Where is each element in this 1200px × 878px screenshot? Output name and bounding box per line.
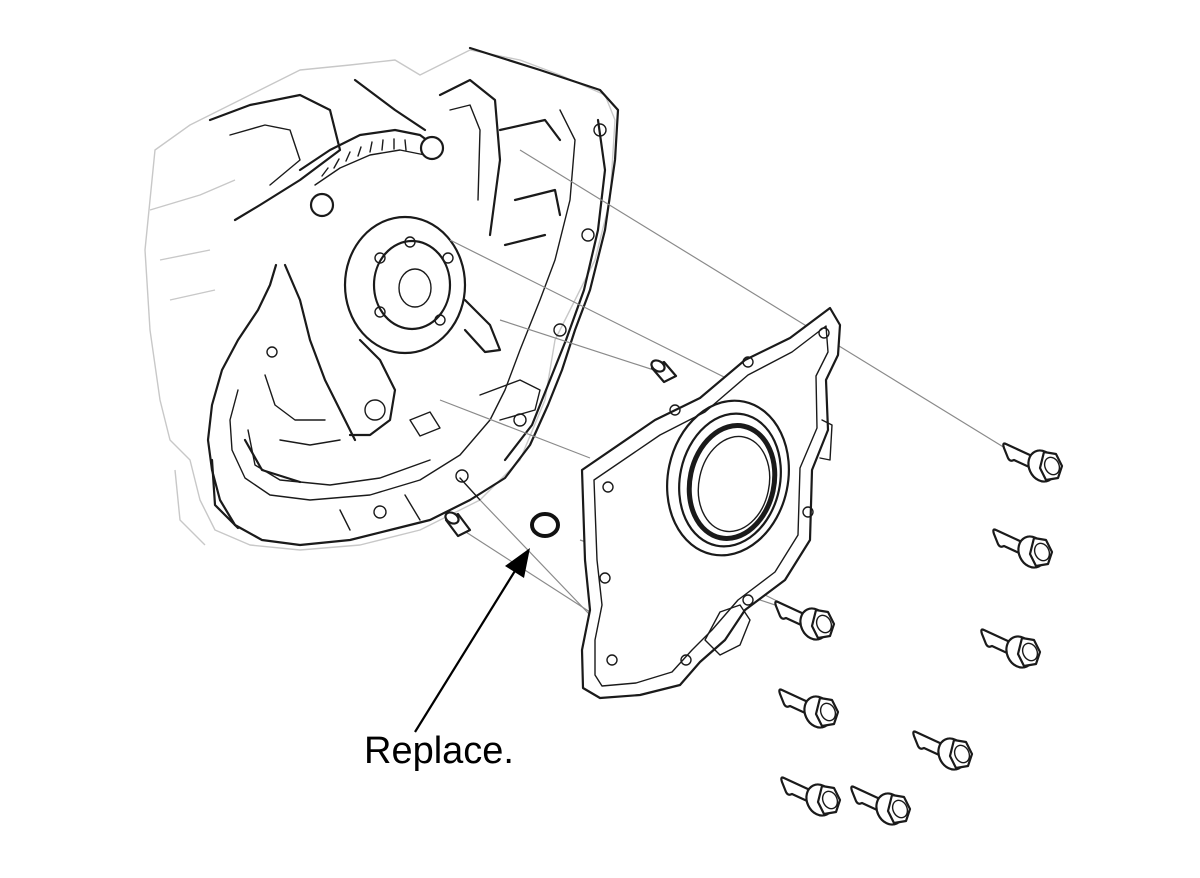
dowel-pin-lower (444, 511, 472, 538)
flange-bolts (774, 442, 1064, 826)
flange-bolt (850, 785, 912, 826)
flange-bolt (992, 528, 1054, 569)
flange-bolt (980, 628, 1042, 669)
seal-housing-cover (580, 306, 842, 700)
flange-bolt (778, 688, 840, 729)
callout-arrow (414, 548, 530, 733)
o-ring (530, 512, 560, 538)
flange-bolt (780, 776, 842, 817)
flange-bolt (1002, 442, 1064, 483)
dowel-pin-upper (650, 359, 678, 384)
engine-block (144, 46, 620, 551)
flange-bolt (912, 730, 974, 771)
flange-bolt (774, 600, 836, 641)
replace-callout-label: Replace. (364, 730, 514, 772)
